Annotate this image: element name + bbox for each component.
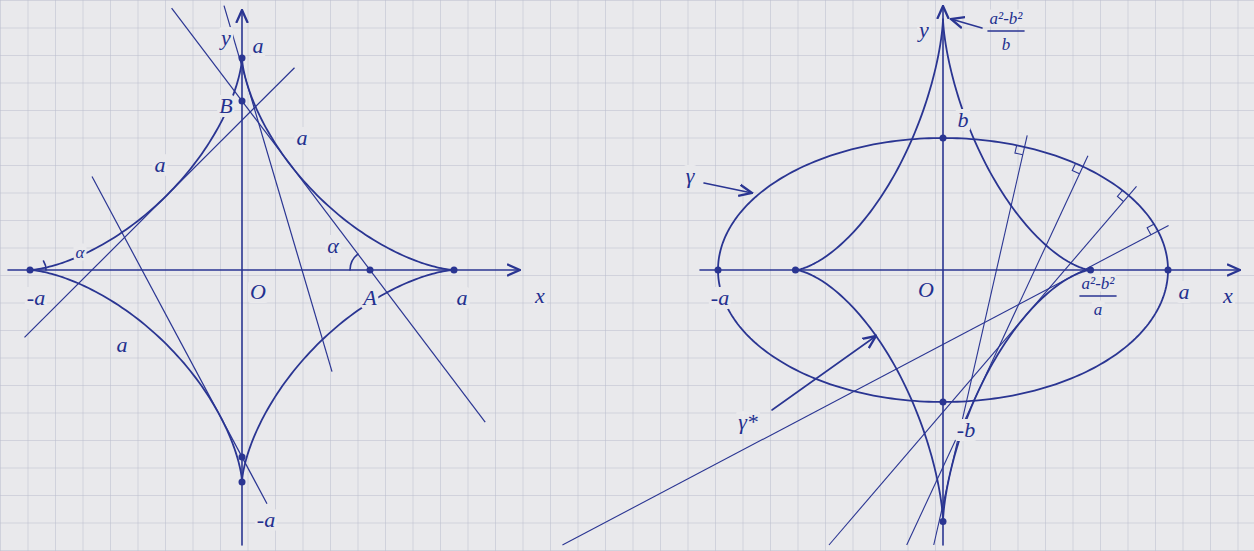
normal-line (907, 156, 1088, 545)
fraction-bar (988, 30, 1024, 32)
angle-label: α (74, 244, 87, 261)
right-angle-mark (1147, 224, 1154, 235)
point (239, 98, 246, 105)
normal-line (934, 135, 1027, 545)
fraction-denominator: b (1000, 36, 1013, 53)
axis-label: x (1221, 285, 1235, 307)
fraction-numerator: a²-b² (1080, 275, 1117, 292)
tangent-line (25, 68, 295, 338)
astroid-curve (30, 58, 454, 482)
point (1087, 267, 1094, 274)
point (940, 399, 947, 406)
value-label: -b (955, 419, 977, 441)
curve-label: γ (684, 165, 697, 187)
value-label: -a (709, 287, 731, 309)
point (451, 267, 458, 274)
x-axis (700, 269, 1240, 271)
point (1165, 267, 1172, 274)
axis-label: y (917, 19, 931, 41)
fraction-denominator: a (1092, 301, 1105, 318)
fraction-numerator: a²-b² (988, 10, 1025, 27)
angle-arc (350, 254, 358, 270)
length-label: a (115, 334, 130, 356)
point-label: B (217, 95, 234, 117)
right-angle-mark (1015, 145, 1023, 155)
pointer-arrow (772, 336, 876, 410)
point (367, 267, 374, 274)
angle-label: α (325, 235, 341, 257)
evolute-curve (795, 18, 1090, 521)
point (27, 267, 34, 274)
normal-line (562, 225, 1168, 545)
value-label: a (455, 287, 470, 309)
pointer-arrow (704, 183, 752, 193)
right-angle-mark (1072, 163, 1079, 174)
curve-label: γ* (736, 411, 760, 433)
point (792, 267, 799, 274)
length-label: a (153, 154, 168, 176)
axis-label: y (219, 27, 233, 49)
y-axis (241, 10, 243, 545)
value-label: b (956, 109, 971, 131)
value-label: -a (25, 287, 47, 309)
point (239, 55, 246, 62)
curves (25, 6, 1169, 545)
pointer-arrow (951, 19, 982, 28)
ellipse (718, 138, 1168, 402)
length-label: a (295, 127, 310, 149)
origin-label: O (248, 281, 268, 303)
point (239, 479, 246, 486)
point-label: A (361, 287, 378, 309)
value-label: a (1177, 281, 1192, 303)
point (940, 518, 947, 525)
point (715, 267, 722, 274)
right-angle-mark (1117, 190, 1123, 201)
point (940, 135, 947, 142)
tangent-line (92, 177, 267, 504)
origin-label: O (916, 279, 936, 301)
fraction-bar (1080, 295, 1116, 297)
normal-line (829, 186, 1137, 545)
points (27, 55, 1172, 526)
value-label: -a (255, 509, 277, 531)
y-axis (942, 6, 944, 545)
point (239, 454, 246, 461)
value-label: a (251, 35, 266, 57)
tangent-line (224, 6, 332, 372)
axis-label: x (533, 285, 547, 307)
